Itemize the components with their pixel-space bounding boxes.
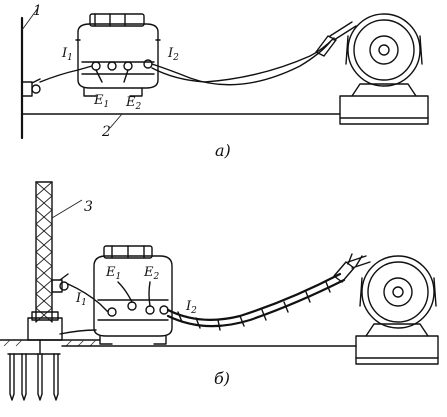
terminal-e2-b	[145, 305, 155, 315]
foundation	[0, 311, 101, 347]
motor-base-b	[355, 335, 439, 365]
lead-e1-b	[117, 281, 133, 303]
motor-housing-b	[361, 255, 435, 329]
motor-base-a	[339, 95, 429, 125]
motor-clamp-a	[315, 21, 357, 57]
motor-b	[355, 255, 439, 365]
lead-tower-b	[59, 329, 97, 335]
callout-2-label: 2	[101, 124, 111, 140]
terminal-i1-b	[107, 307, 117, 317]
label-i1-b: I1	[75, 291, 87, 308]
callout-3-leader	[51, 199, 83, 219]
label-e2-a: E2	[125, 95, 142, 112]
terminal-i2-b	[159, 305, 169, 315]
wall-clamp-a	[21, 78, 41, 97]
tower-clamp	[51, 273, 69, 293]
terminal-i2-a	[143, 59, 153, 69]
label-e1-b: E1	[105, 265, 121, 282]
label-i1-a: I1	[61, 46, 73, 63]
panel-b: 3	[0, 181, 439, 401]
callout-3-label: 3	[84, 199, 93, 215]
callout-2-leader	[109, 113, 123, 129]
panel-b-label: б)	[214, 369, 230, 388]
lead-e2-a	[123, 69, 129, 83]
callout-1-label: 1	[33, 3, 42, 19]
ground-electrodes	[7, 339, 61, 401]
meter-a	[75, 13, 161, 97]
lead-i1-b	[67, 283, 109, 313]
label-i2-b: I2	[185, 299, 197, 316]
lattice-tower	[35, 181, 53, 323]
panel-a-label: a)	[215, 141, 231, 160]
cable-b-2	[166, 278, 346, 328]
terminal-e1-a	[107, 61, 117, 71]
label-e2-b: E2	[143, 265, 160, 282]
panel-a: 1 I1 I2 E1 E2	[20, 3, 429, 160]
cable-b-wrap	[177, 281, 331, 331]
lead-i2-a	[151, 41, 331, 86]
lead-e1-a	[95, 69, 103, 83]
label-i2-a: I2	[167, 46, 179, 63]
lead-e2-b	[148, 281, 151, 307]
motor-clamp-b	[333, 253, 371, 283]
motor-a	[339, 13, 429, 125]
meter-b	[93, 245, 173, 345]
terminal-e1-b	[127, 301, 137, 311]
lead-i1-a	[39, 65, 93, 83]
motor-housing-a	[347, 13, 421, 87]
lead-i2b-a	[151, 37, 335, 83]
terminal-i1-a	[91, 61, 101, 71]
terminal-e2-a	[123, 61, 133, 71]
label-e1-a: E1	[93, 93, 109, 110]
callout-1-leader	[21, 7, 39, 31]
